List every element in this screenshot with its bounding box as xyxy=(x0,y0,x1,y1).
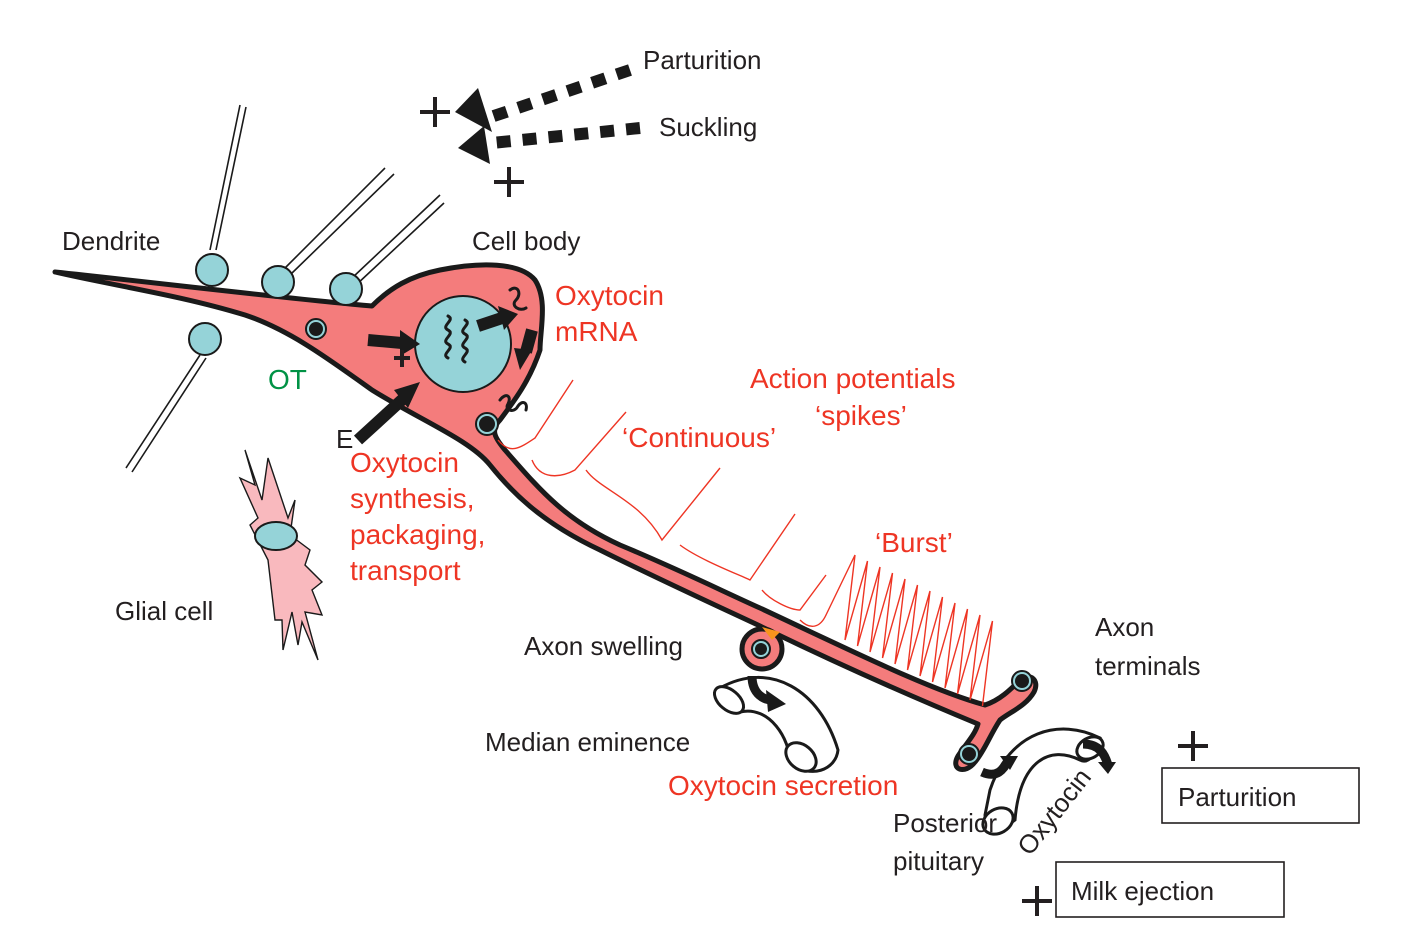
posterior-pituitary-label-1: Posterior xyxy=(893,808,997,838)
burst-spike-path xyxy=(799,554,994,707)
transcription-arrow xyxy=(476,306,518,332)
terminal-granule-2 xyxy=(958,743,980,765)
spike-trace-burst xyxy=(799,554,994,707)
input-arrow xyxy=(367,330,420,356)
posterior-pituitary-label-2: pituitary xyxy=(893,846,984,876)
synthesis-label-1: Oxytocin xyxy=(350,447,459,478)
median-eminence-vessel xyxy=(712,675,840,773)
mrna-label-1: Oxytocin xyxy=(555,280,664,311)
afferent-fiber-1 xyxy=(209,104,247,251)
synapse-bouton-4 xyxy=(188,322,222,356)
afferent-fiber-3 xyxy=(351,194,445,286)
parturition-input-label: Parturition xyxy=(643,45,762,75)
translation-arrow xyxy=(514,328,538,370)
mrna-squiggle-1 xyxy=(508,286,528,311)
posterior-pituitary-vessel xyxy=(980,727,1116,836)
synthesis-label-2: synthesis, xyxy=(350,483,475,514)
synapse-bouton-3 xyxy=(329,272,363,306)
plus-suckling-input xyxy=(494,167,524,197)
axon-terminals-label-1: Axon xyxy=(1095,612,1154,642)
burst-label: ‘Burst’ xyxy=(875,527,953,558)
afferent-fiber-2 xyxy=(284,167,395,275)
axon-swelling xyxy=(739,626,785,672)
e-label: E xyxy=(336,424,353,454)
estrogen-arrow xyxy=(353,382,420,445)
dna-squiggle-1 xyxy=(444,314,452,360)
axon-swelling-label: Axon swelling xyxy=(524,631,683,661)
terminal-granule-1 xyxy=(1011,670,1033,692)
mrna-squiggle-2 xyxy=(498,394,528,412)
ot-label: OT xyxy=(268,364,307,395)
dna-squiggle-2 xyxy=(461,318,469,364)
glial-nucleus xyxy=(254,521,298,551)
plus-estrogen xyxy=(394,350,410,367)
mrna-label-2: mRNA xyxy=(555,316,638,347)
dendrite-label: Dendrite xyxy=(62,226,160,256)
synthesis-label-3: packaging, xyxy=(350,519,485,550)
synapse-bouton-1 xyxy=(195,253,229,287)
glial-cell xyxy=(238,449,324,661)
granule-dendrite xyxy=(305,318,327,340)
glial-cell-label: Glial cell xyxy=(115,596,213,626)
action-potentials-label-1: Action potentials xyxy=(750,363,955,394)
suckling-input-arrow xyxy=(458,122,641,164)
parturition-input-arrow xyxy=(455,64,632,132)
cell-body-label: Cell body xyxy=(472,226,580,256)
continuous-label: ‘Continuous’ xyxy=(622,422,776,453)
parturition-output-box xyxy=(1161,767,1360,824)
plus-milk-ejection-output xyxy=(1022,886,1052,916)
action-potentials-label-2: ‘spikes’ xyxy=(815,400,907,431)
milk-ejection-output-box xyxy=(1055,861,1285,918)
axon-terminals-label-2: terminals xyxy=(1095,651,1200,681)
median-eminence-label: Median eminence xyxy=(485,727,690,757)
spike-trace-continuous xyxy=(497,379,827,611)
oxytocin-secretion-label: Oxytocin secretion xyxy=(668,770,898,801)
synapse-bouton-2 xyxy=(261,265,295,299)
plus-parturition-output xyxy=(1178,731,1208,761)
milk-ejection-output-label: Milk ejection xyxy=(1071,876,1214,906)
parturition-output-label: Parturition xyxy=(1178,782,1297,812)
synthesis-label-4: transport xyxy=(350,555,461,586)
plus-parturition-input xyxy=(420,97,450,127)
granule-soma xyxy=(475,412,499,436)
suckling-input-label: Suckling xyxy=(659,112,757,142)
afferent-fiber-4 xyxy=(125,354,207,473)
